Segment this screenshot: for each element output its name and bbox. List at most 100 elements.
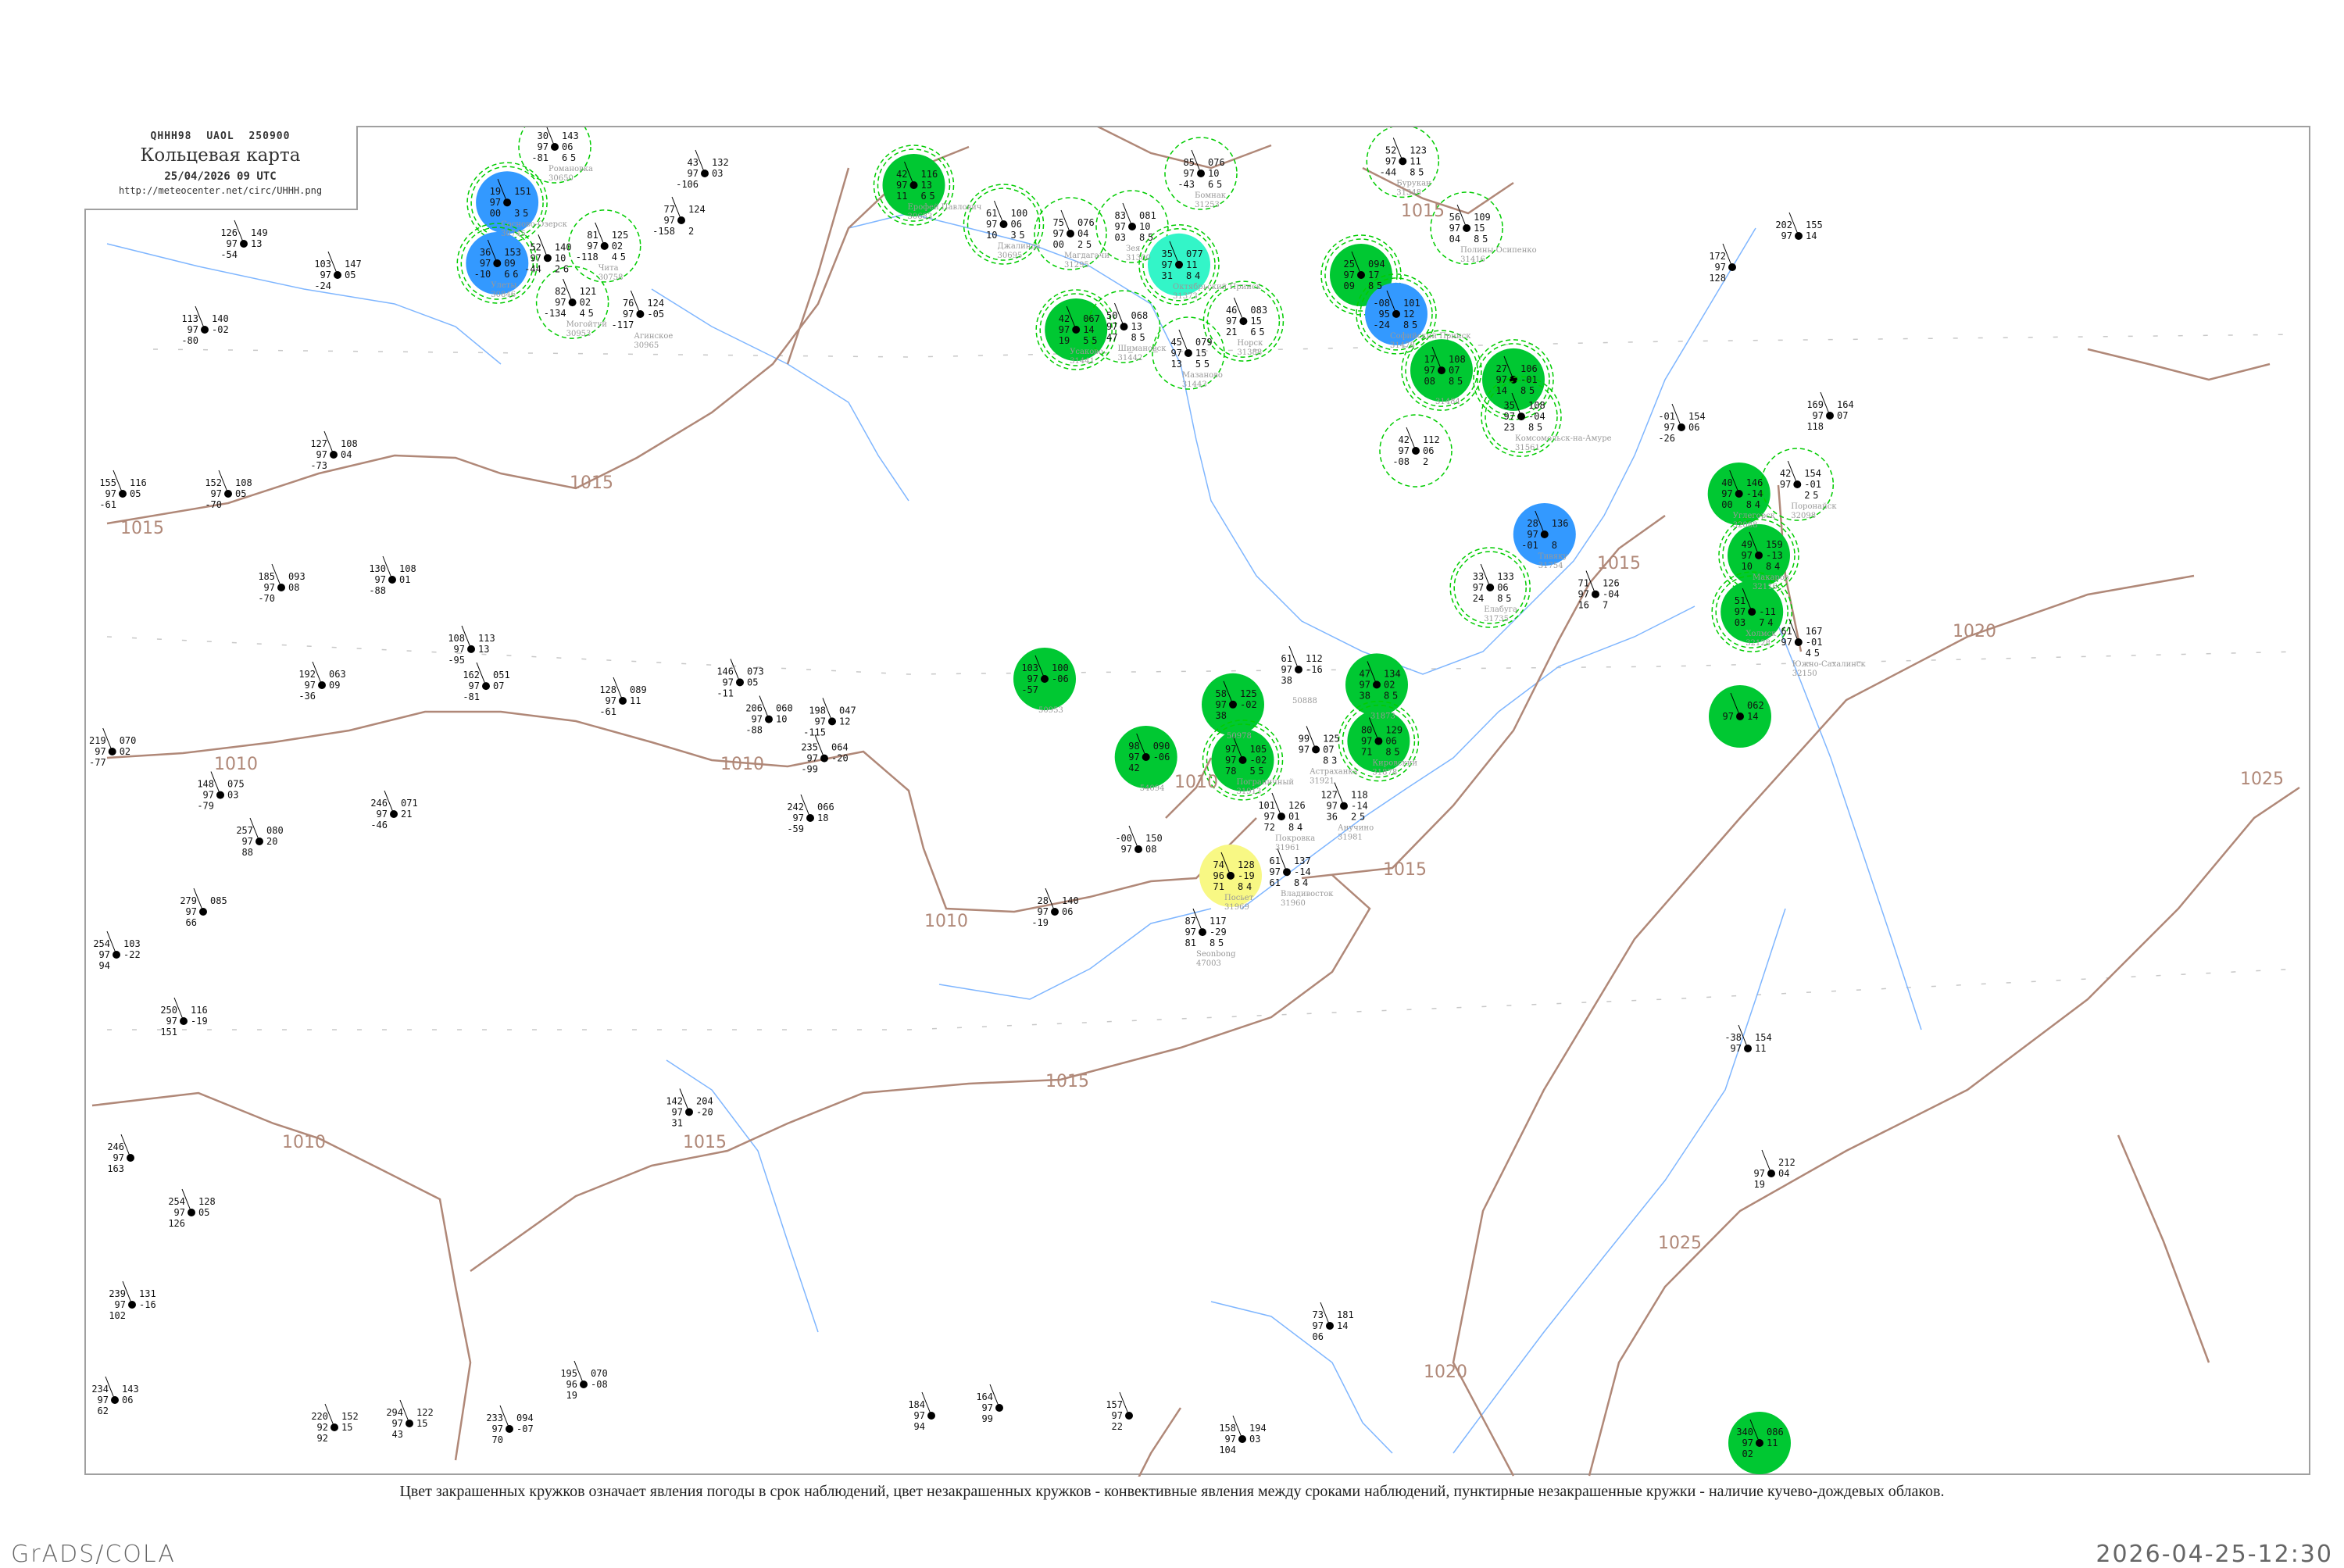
map-url[interactable]: http://meteocenter.net/circ/UHHH.png bbox=[118, 185, 323, 196]
pressure: 194 bbox=[1249, 1423, 1267, 1434]
cloud-cover-icon bbox=[482, 682, 490, 691]
cloud-code: 5 bbox=[1020, 230, 1025, 241]
